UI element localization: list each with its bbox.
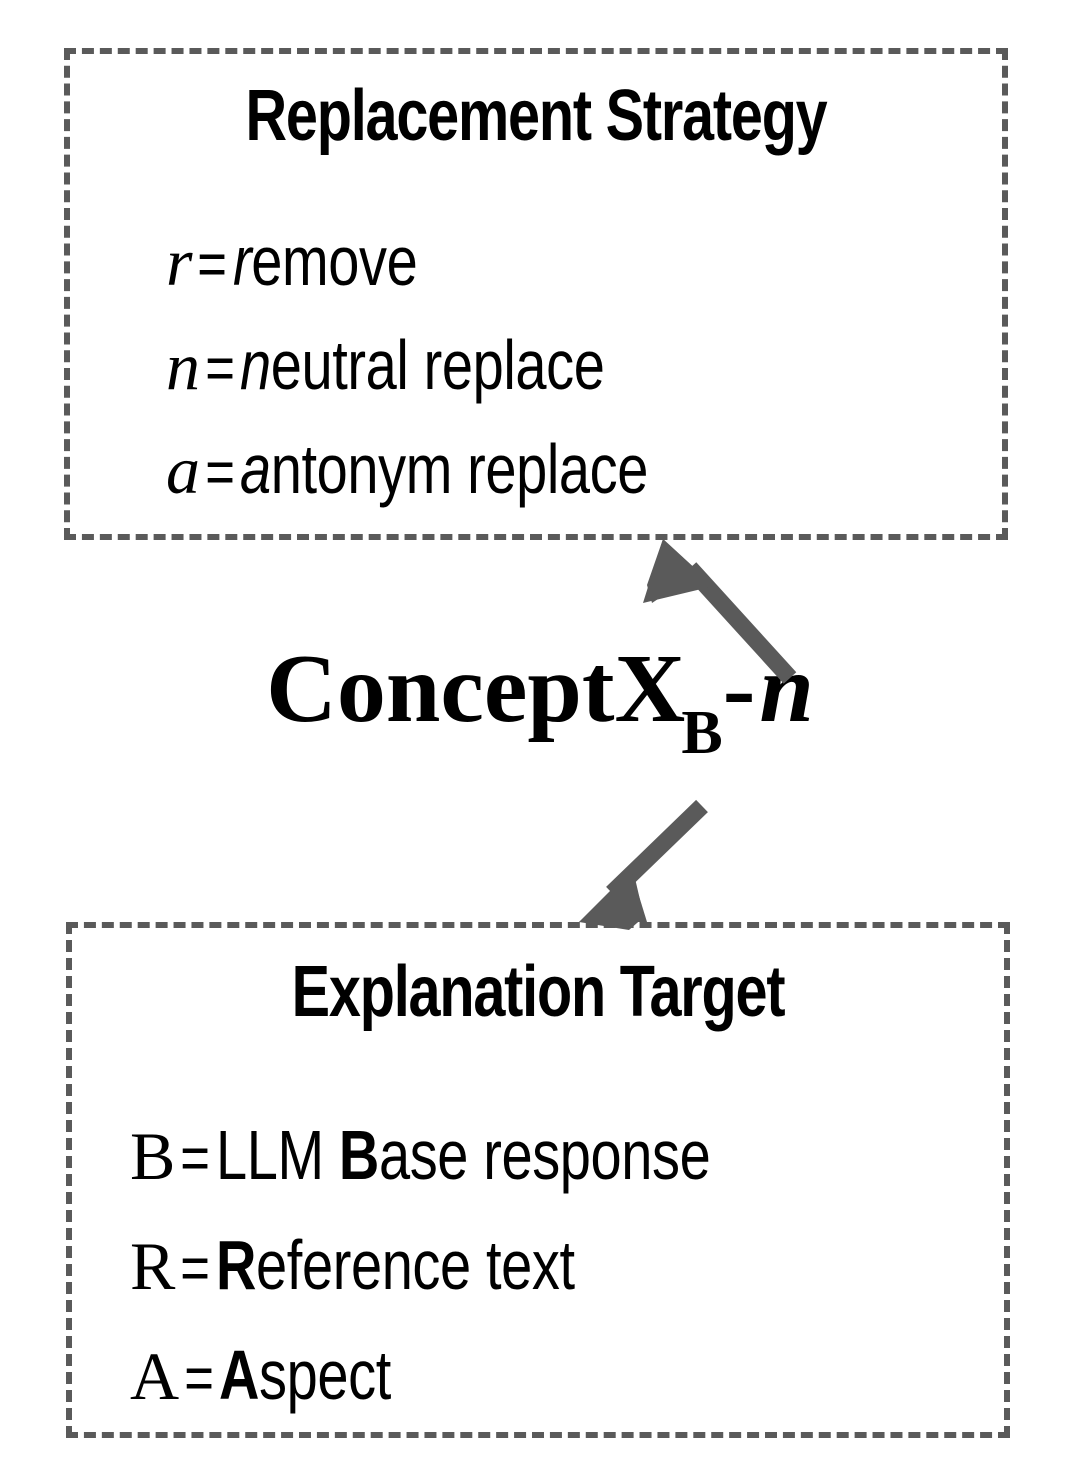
symbol-R: R xyxy=(130,1228,176,1304)
concept-strategy-label: n xyxy=(759,635,814,743)
arrow-down-shaft xyxy=(606,799,708,900)
definition-lead-letter: A xyxy=(219,1336,260,1414)
concept-subscript-label: B xyxy=(681,699,723,767)
equals-sign: = xyxy=(180,1234,211,1303)
symbol-n: n xyxy=(166,328,200,404)
equals-sign: = xyxy=(197,230,228,299)
definition-rest: eference text xyxy=(255,1226,575,1304)
explanation-target-list: B=LLM Base response R=Reference text A=A… xyxy=(72,1103,1004,1433)
arrow-to-explanation-target xyxy=(579,799,708,930)
symbol-B: B xyxy=(130,1118,176,1194)
replacement-strategy-box: Replacement Strategy r=remove n=neutral … xyxy=(64,48,1008,540)
explanation-target-title: Explanation Target xyxy=(291,952,786,1032)
definition-rest: spect xyxy=(259,1336,392,1414)
legend-row-antonym-replace: a=antonym replace xyxy=(70,417,1002,521)
definition-lead-letter: a xyxy=(240,430,271,508)
equals-sign: = xyxy=(205,334,235,403)
concept-base-label: ConceptX xyxy=(266,635,686,743)
legend-row-reference-text: R=Reference text xyxy=(72,1213,1004,1323)
explanation-target-box: Explanation Target B=LLM Base response R… xyxy=(66,922,1010,1438)
legend-row-base-response: B=LLM Base response xyxy=(72,1103,1004,1213)
equals-sign: = xyxy=(180,1124,211,1193)
definition-lead-letter: r xyxy=(232,222,252,300)
symbol-r: r xyxy=(166,224,193,300)
symbol-A: A xyxy=(130,1338,180,1414)
replacement-strategy-title: Replacement Strategy xyxy=(245,76,827,156)
definition-lead-letter: B xyxy=(338,1116,379,1194)
concept-separator: - xyxy=(722,635,756,743)
legend-row-aspect: A=Aspect xyxy=(72,1323,1004,1433)
arrow-down-head-fill xyxy=(579,870,647,922)
definition-rest: ase response xyxy=(378,1116,711,1194)
symbol-a: a xyxy=(166,432,200,508)
definition-lead-letter: R xyxy=(215,1226,256,1304)
concept-label: ConceptXB-n xyxy=(0,640,1080,764)
equals-sign: = xyxy=(184,1344,215,1413)
definition-reference-text: Reference text xyxy=(216,1213,575,1317)
definition-rest: ntonym replace xyxy=(270,430,649,508)
arrow-up-head xyxy=(647,539,712,603)
legend-row-neutral-replace: n=neutral replace xyxy=(70,313,1002,417)
legend-row-remove: r=remove xyxy=(70,209,1002,313)
definition-remove: remove xyxy=(232,209,418,313)
definition-neutral-replace: neutral replace xyxy=(240,313,605,417)
definition-aspect: Aspect xyxy=(219,1323,391,1427)
definition-antonym-replace: antonym replace xyxy=(240,417,648,521)
equals-sign: = xyxy=(205,438,235,507)
definition-lead-letter: n xyxy=(240,326,271,404)
definition-rest: emove xyxy=(250,222,418,300)
definition-base-response: LLM Base response xyxy=(215,1103,711,1207)
arrow-up-head-fill xyxy=(643,539,714,603)
definition-prefix: LLM xyxy=(215,1116,339,1194)
replacement-strategy-list: r=remove n=neutral replace a=antonym rep… xyxy=(70,209,1002,521)
definition-rest: eutral replace xyxy=(270,326,605,404)
